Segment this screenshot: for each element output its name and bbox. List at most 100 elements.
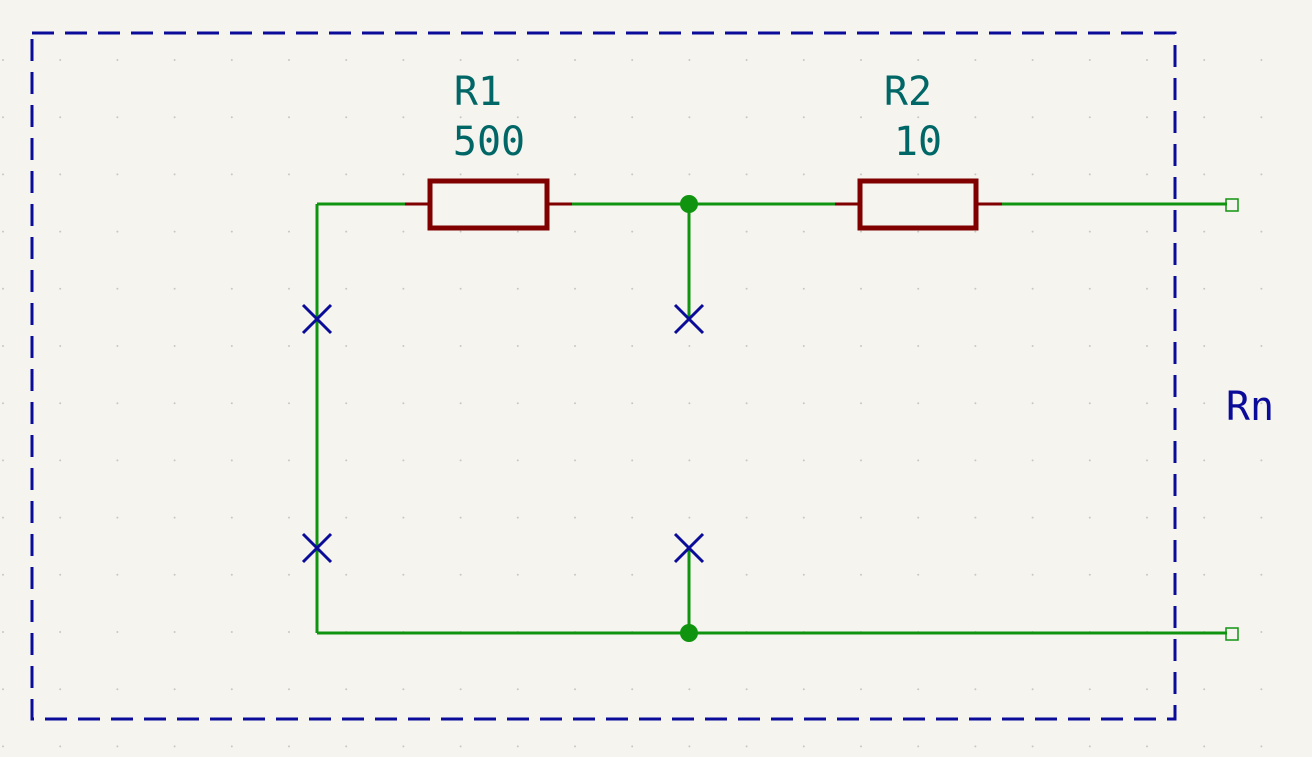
- grid-dot: [59, 631, 62, 633]
- grid-dot: [1203, 688, 1206, 691]
- grid-dot: [288, 173, 290, 176]
- resistor-r2[interactable]: R2 10: [835, 69, 1002, 231]
- grid-dot: [402, 287, 405, 290]
- grid-dot: [917, 116, 920, 119]
- grid-dot: [1260, 688, 1263, 691]
- grid-dot: [631, 59, 634, 61]
- grid-dot: [974, 345, 977, 347]
- grid-dot: [1031, 516, 1034, 519]
- no-connect-marker[interactable]: [301, 532, 333, 564]
- grid-dot: [402, 345, 405, 347]
- grid-dot: [688, 459, 691, 462]
- grid-dot: [1031, 230, 1034, 233]
- r1-body[interactable]: [427, 178, 550, 231]
- grid-dot: [2, 402, 4, 405]
- grid-dot: [230, 573, 233, 576]
- grid-dot: [116, 516, 119, 519]
- grid-dot: [631, 573, 634, 576]
- terminal-top[interactable]: [1225, 198, 1239, 212]
- grid-dot: [516, 59, 519, 61]
- grid-dot: [1088, 173, 1091, 176]
- grid-dot: [173, 116, 176, 119]
- grid-dot: [345, 402, 348, 405]
- grid-dot: [459, 459, 462, 462]
- grid-dot: [516, 345, 519, 347]
- grid-dot: [917, 402, 920, 405]
- grid-dot: [1203, 573, 1206, 576]
- grid-dot: [802, 116, 805, 119]
- grid-dot: [1031, 688, 1034, 691]
- no-connect-marker[interactable]: [301, 303, 333, 335]
- grid-dot: [917, 516, 920, 519]
- grid-dot: [59, 459, 62, 462]
- grid-dot: [173, 230, 176, 233]
- grid-dot: [59, 688, 62, 691]
- grid-dot: [59, 402, 62, 405]
- grid-dot: [974, 402, 977, 405]
- grid-dot: [860, 173, 862, 176]
- grid-dot: [345, 345, 348, 347]
- grid-dot: [631, 516, 634, 519]
- grid-dot: [459, 745, 462, 748]
- junction-top[interactable]: [680, 195, 698, 213]
- grid-dot: [230, 287, 233, 290]
- no-connect-marker[interactable]: [673, 303, 705, 335]
- grid-dot: [631, 230, 634, 233]
- grid-dot: [802, 173, 805, 176]
- grid-dot: [1260, 745, 1263, 748]
- grid-dot: [745, 745, 748, 748]
- grid-dot: [631, 459, 634, 462]
- grid-dot: [802, 573, 805, 576]
- grid-dot: [288, 573, 290, 576]
- grid-dot: [59, 573, 62, 576]
- grid-dot: [59, 345, 62, 347]
- grid-dot: [574, 173, 576, 176]
- grid-dot: [116, 573, 119, 576]
- grid-dot: [516, 402, 519, 405]
- grid-dot: [288, 59, 290, 61]
- grid-dot: [1203, 116, 1206, 119]
- grid-dot: [345, 230, 348, 233]
- grid-dot: [116, 345, 119, 347]
- grid-dot: [631, 745, 634, 748]
- grid-dot: [230, 745, 233, 748]
- grid-dot: [745, 573, 748, 576]
- grid-dot: [116, 688, 119, 691]
- grid-dot: [574, 345, 576, 347]
- grid-dot: [230, 459, 233, 462]
- grid-dot: [459, 59, 462, 61]
- grid-dot: [860, 287, 862, 290]
- grid-dot: [173, 688, 176, 691]
- grid-dot: [402, 459, 405, 462]
- grid-dot: [402, 688, 405, 691]
- grid-dot: [288, 688, 290, 691]
- no-connect-marker[interactable]: [673, 532, 705, 564]
- grid-dot: [459, 516, 462, 519]
- grid-dot: [402, 516, 405, 519]
- grid-dot: [574, 688, 576, 691]
- grid-dot: [574, 287, 576, 290]
- grid-dot: [1031, 345, 1034, 347]
- grid-dot: [230, 345, 233, 347]
- grid-dots: [2, 59, 1263, 748]
- grid-dot: [802, 745, 805, 748]
- grid-dot: [1260, 402, 1263, 405]
- grid-dot: [860, 459, 862, 462]
- grid-dot: [116, 59, 119, 61]
- grid-dot: [173, 459, 176, 462]
- grid-dot: [1031, 745, 1034, 748]
- grid-dot: [917, 287, 920, 290]
- r2-body[interactable]: [857, 178, 979, 231]
- grid-dot: [1088, 59, 1091, 61]
- grid-dot: [1146, 59, 1148, 61]
- grid-dot: [402, 59, 405, 61]
- grid-dot: [516, 573, 519, 576]
- grid-dot: [173, 173, 176, 176]
- terminal-bottom[interactable]: [1225, 627, 1239, 641]
- resistor-r1[interactable]: R1 500: [405, 69, 572, 231]
- grid-dot: [173, 345, 176, 347]
- junction-bottom[interactable]: [680, 624, 698, 642]
- grid-dot: [288, 402, 290, 405]
- grid-dot: [459, 402, 462, 405]
